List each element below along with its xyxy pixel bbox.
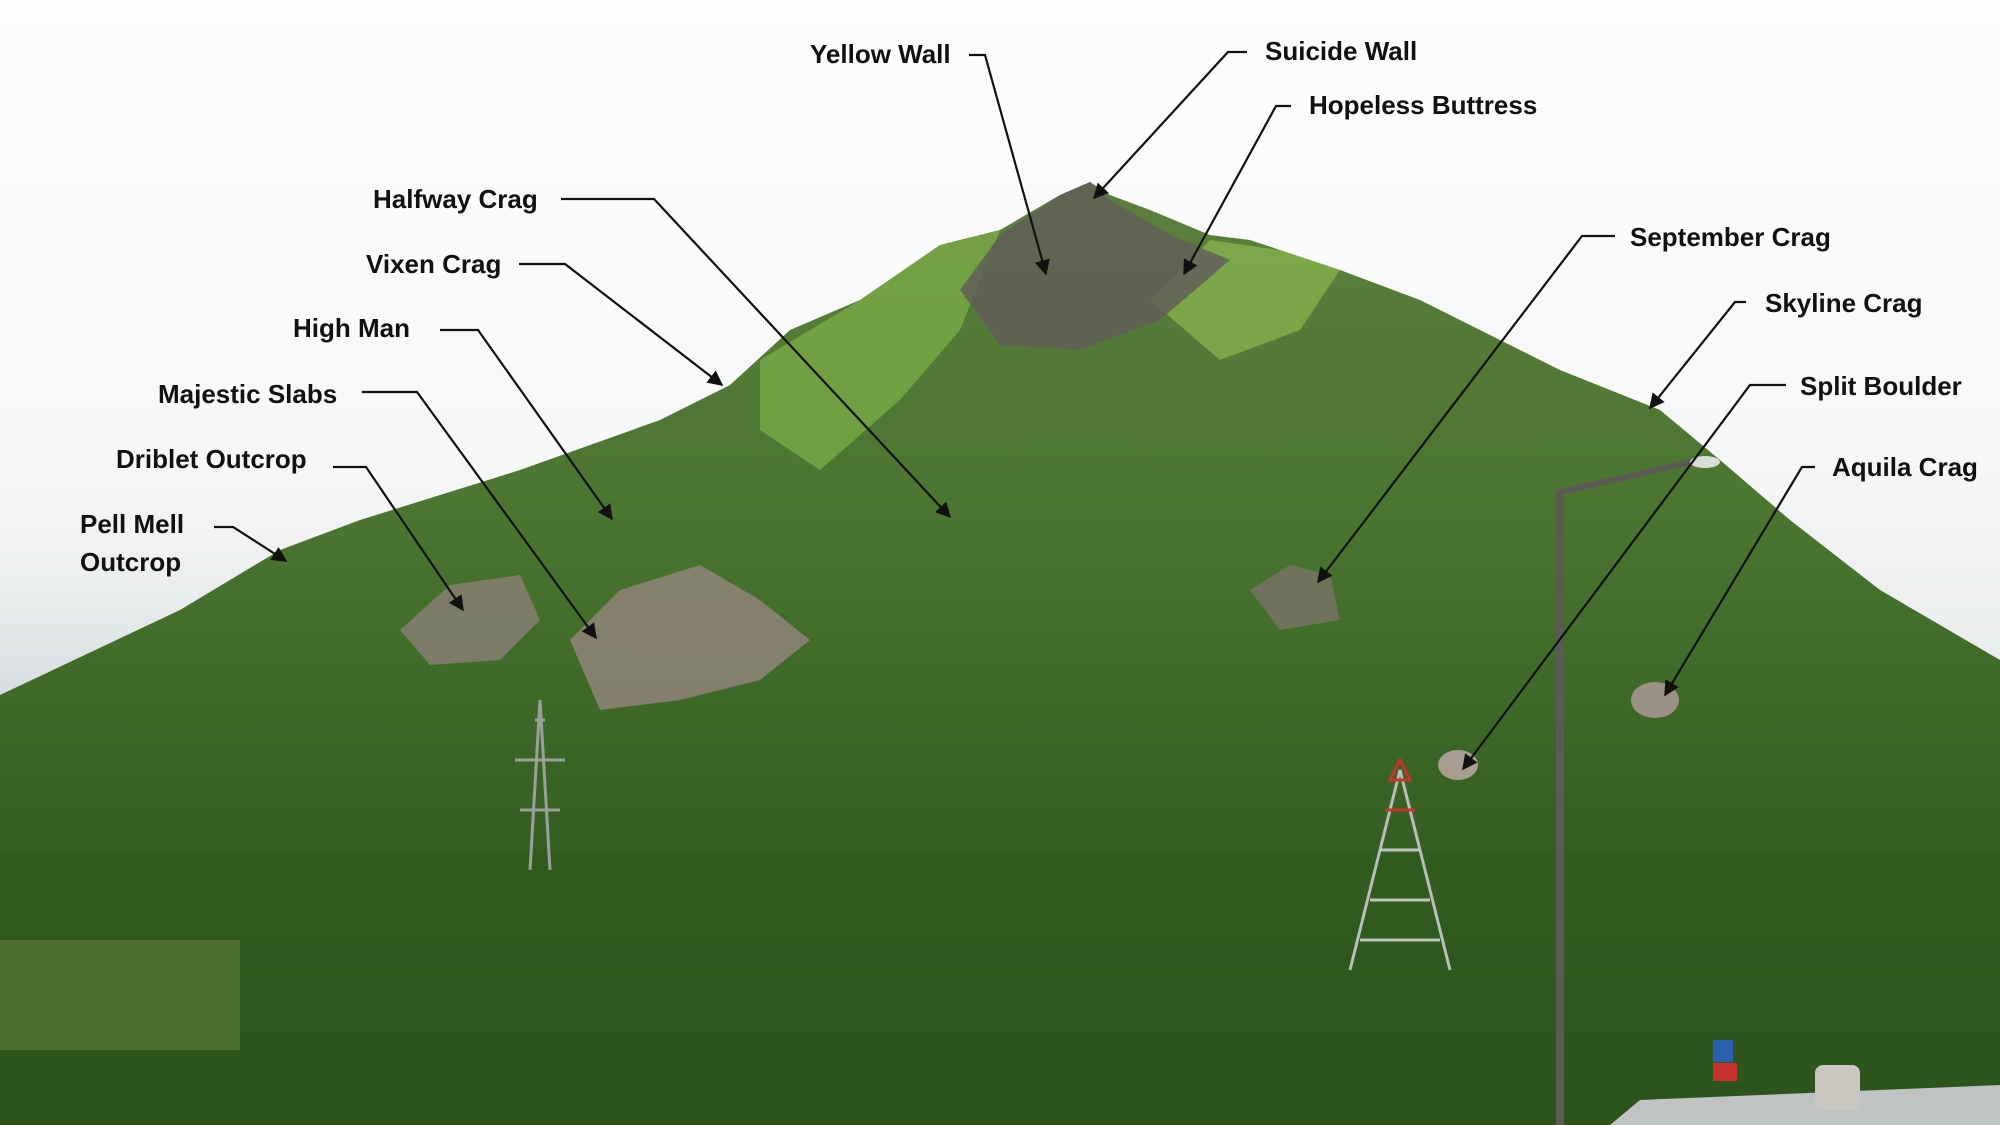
leader-split-boulder — [1462, 383, 1786, 771]
transmission-tower-red — [1348, 756, 1452, 971]
aquila-boulder — [1631, 682, 1679, 718]
label-september-crag: September Crag — [1630, 222, 1831, 252]
leader-hopeless-buttress — [1183, 104, 1291, 276]
leader-pell-mell-outcrop — [214, 525, 288, 562]
label-split-boulder: Split Boulder — [1800, 371, 1962, 401]
road-sign-blue — [1713, 1040, 1733, 1062]
majestic-slabs-rock — [570, 565, 810, 710]
leader-high-man — [440, 328, 613, 521]
leader-halfway-crag — [561, 197, 952, 519]
leader-aquila-crag — [1664, 465, 1815, 697]
label-pell-mell-line1: Pell Mell — [80, 509, 185, 539]
leader-lines — [214, 50, 1815, 771]
leader-skyline-crag — [1649, 300, 1746, 410]
label-driblet-outcrop: Driblet Outcrop — [116, 444, 307, 474]
leader-majestic-slabs — [362, 390, 597, 640]
leader-yellow-wall — [969, 53, 1050, 276]
cement-truck — [1815, 1065, 1860, 1110]
highway — [1610, 1085, 2000, 1125]
label-hopeless-buttress: Hopeless Buttress — [1309, 90, 1538, 120]
label-suicide-wall: Suicide Wall — [1265, 36, 1418, 66]
transmission-tower-left — [515, 699, 565, 871]
leader-suicide-wall — [1092, 50, 1247, 200]
label-aquila-crag: Aquila Crag — [1832, 452, 1978, 482]
leader-vixen-crag — [519, 262, 724, 386]
summit-rock — [960, 182, 1230, 350]
label-high-man: High Man — [293, 313, 410, 343]
street-lamp — [1556, 456, 1720, 1125]
label-skyline-crag: Skyline Crag — [1765, 288, 1923, 318]
label-pell-mell-outcrop: Pell Mell Outcrop — [80, 508, 184, 578]
road-sign-red — [1713, 1063, 1737, 1081]
sunlit-slope — [760, 230, 1000, 470]
label-yellow-wall: Yellow Wall — [810, 39, 951, 69]
label-pell-mell-line2: Outcrop — [80, 547, 182, 577]
leader-september-crag — [1317, 234, 1615, 584]
driblet-rock — [400, 575, 540, 665]
label-vixen-crag: Vixen Crag — [366, 249, 502, 279]
leader-driblet-outcrop — [333, 465, 464, 612]
lower-forest — [0, 850, 2000, 1125]
terraced-slope — [0, 940, 240, 1050]
split-boulder-rock — [1438, 750, 1478, 780]
label-majestic-slabs: Majestic Slabs — [158, 379, 338, 409]
label-halfway-crag: Halfway Crag — [373, 184, 538, 214]
